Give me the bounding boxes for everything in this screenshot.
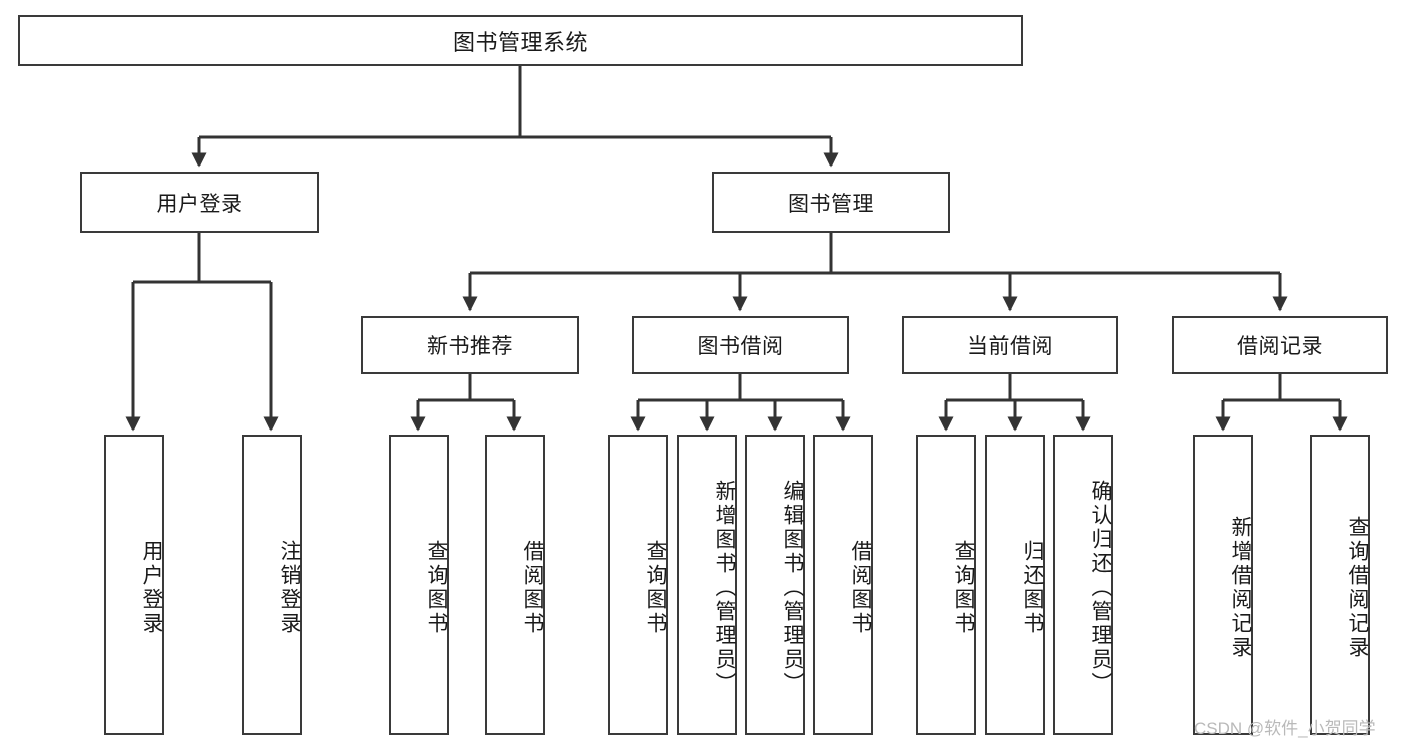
node-current-borrow[interactable]: 当前借阅 [902,316,1118,374]
node-label: 借阅图书 [849,540,872,636]
node-label: 注销登录 [278,540,301,636]
node-label: 查询图书 [952,540,975,636]
node-new-book-recommend[interactable]: 新书推荐 [361,316,579,374]
leaf-edit-book-admin[interactable]: 编辑图书（管理员） [745,435,805,735]
leaf-borrow-book-bb[interactable]: 借阅图书 [813,435,873,735]
leaf-query-book-cb[interactable]: 查询图书 [916,435,976,735]
node-book-borrow[interactable]: 图书借阅 [632,316,849,374]
node-label: 归还图书 [1021,540,1044,636]
node-borrow-record[interactable]: 借阅记录 [1172,316,1388,374]
leaf-user-login[interactable]: 用户登录 [104,435,164,735]
node-label: 当前借阅 [967,335,1053,358]
node-label: 查询借阅记录 [1346,516,1369,660]
leaf-logout[interactable]: 注销登录 [242,435,302,735]
leaf-return-book[interactable]: 归还图书 [985,435,1045,735]
node-label: 借阅图书 [521,540,544,636]
leaf-borrow-book-nbr[interactable]: 借阅图书 [485,435,545,735]
node-label: 新增借阅记录 [1229,516,1252,660]
node-label: 图书借阅 [697,335,784,358]
node-label: 确认归还（管理员） [1089,480,1112,696]
node-label: 编辑图书（管理员） [781,480,804,696]
watermark-text: CSDN @软件_小贺同学 [1194,719,1376,738]
node-user-login[interactable]: 用户登录 [80,172,319,233]
node-root-system[interactable]: 图书管理系统 [18,15,1023,66]
node-label: 图书管理系统 [452,29,588,55]
node-label: 新书推荐 [427,335,513,358]
node-label: 图书管理 [788,192,874,216]
node-label: 借阅记录 [1237,335,1323,358]
node-label: 用户登录 [140,540,163,636]
leaf-confirm-return-admin[interactable]: 确认归还（管理员） [1053,435,1113,735]
node-book-management[interactable]: 图书管理 [712,172,950,233]
node-label: 查询图书 [425,540,448,636]
leaf-add-borrow-record[interactable]: 新增借阅记录 [1193,435,1253,735]
node-label: 用户登录 [156,192,243,216]
leaf-add-book-admin[interactable]: 新增图书（管理员） [677,435,737,735]
leaf-query-borrow-record[interactable]: 查询借阅记录 [1310,435,1370,735]
node-label: 新增图书（管理员） [713,480,736,696]
leaf-query-book-nbr[interactable]: 查询图书 [389,435,449,735]
node-label: 查询图书 [644,540,667,636]
leaf-query-book-bb[interactable]: 查询图书 [608,435,668,735]
